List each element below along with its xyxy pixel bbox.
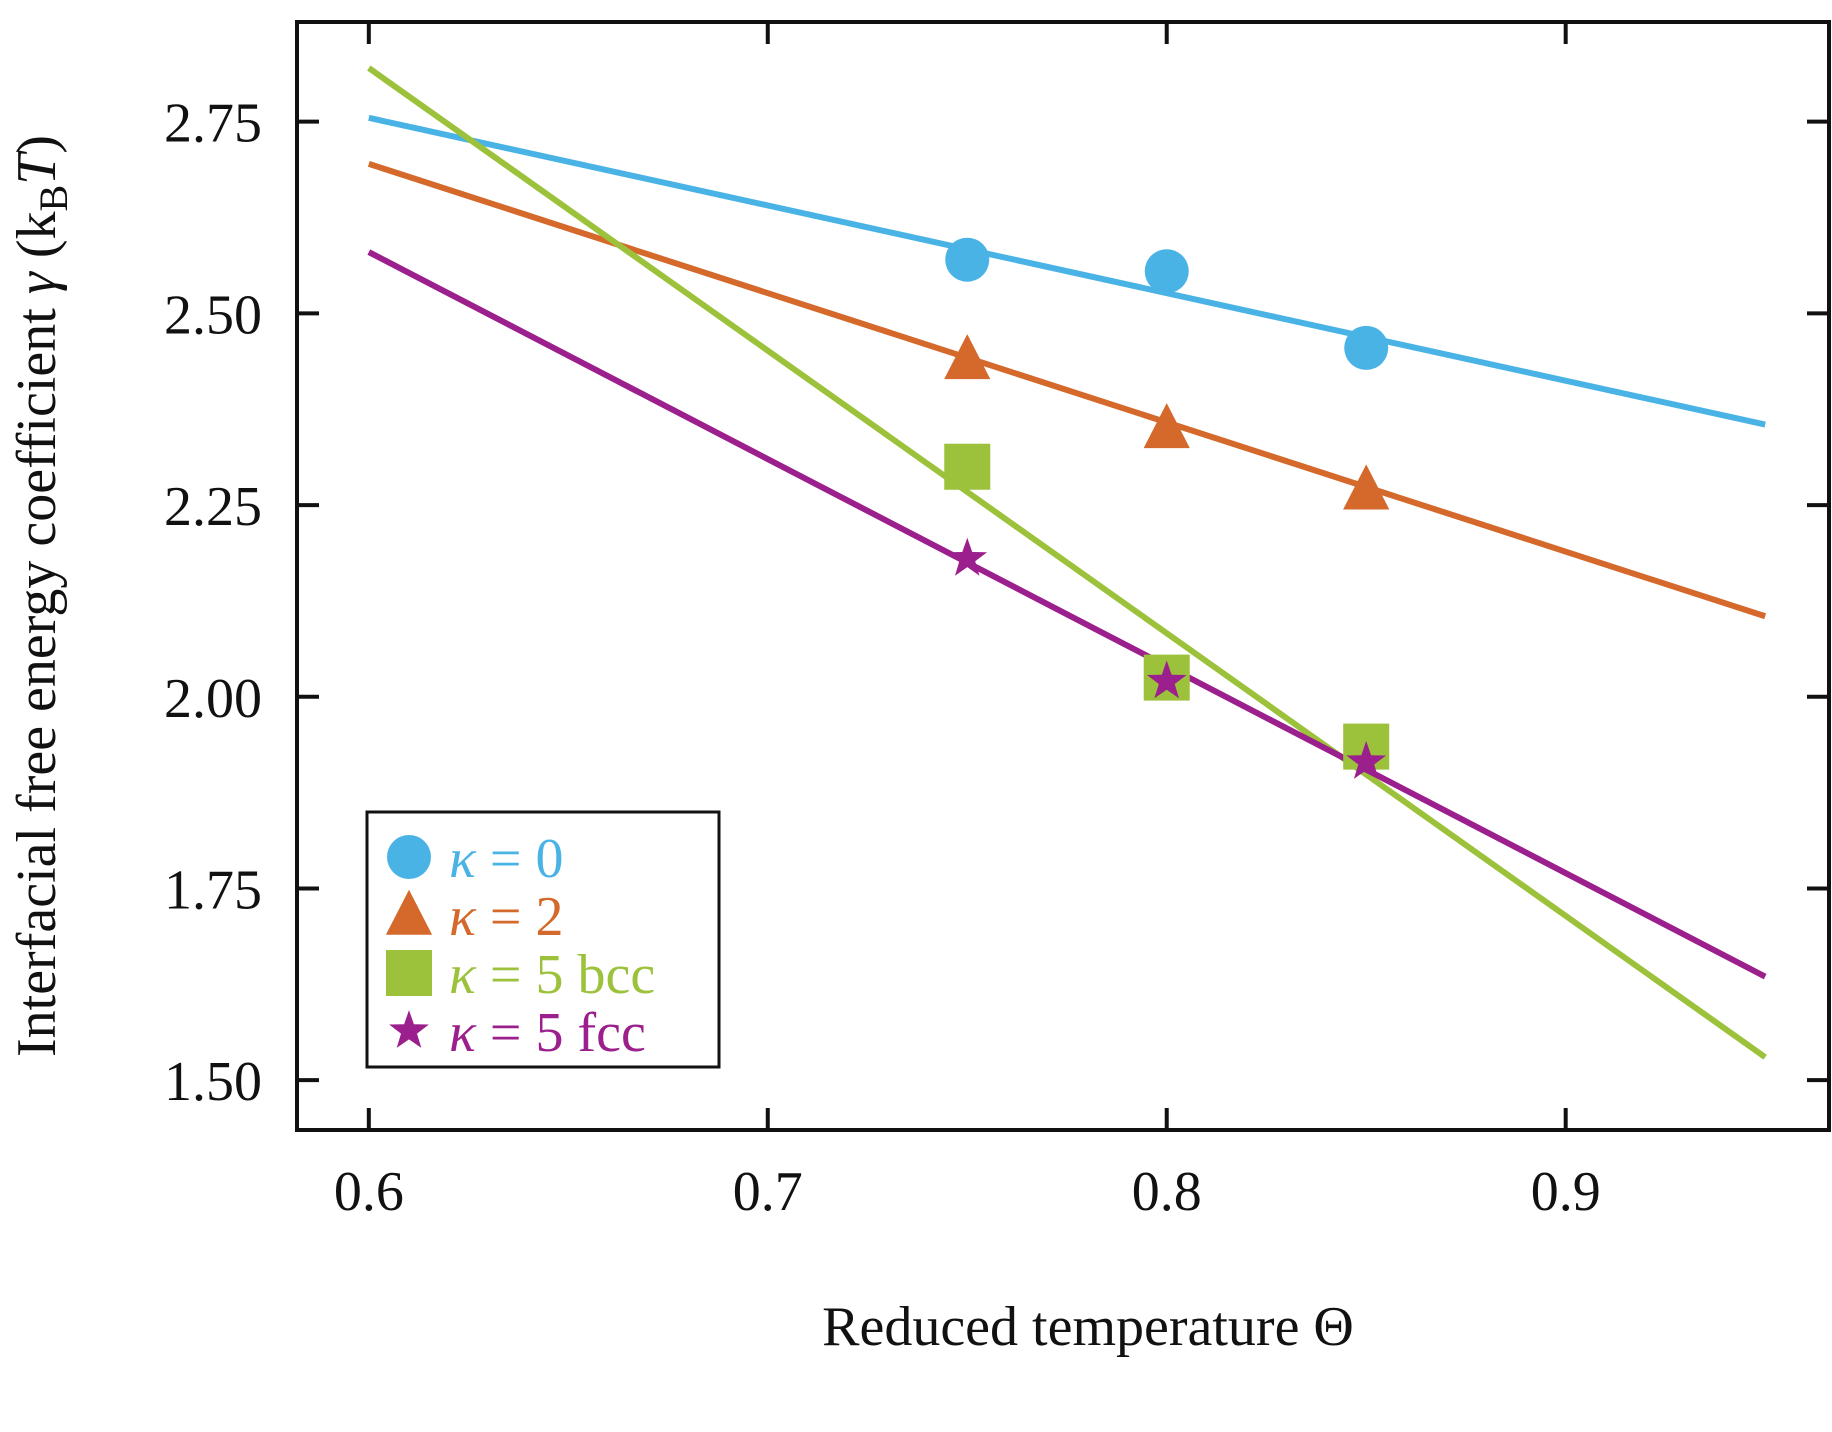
y-tick-label: 2.50: [164, 284, 262, 346]
fit-lines: [367, 65, 1767, 1060]
fit-line: [367, 249, 1767, 980]
fit-line: [367, 161, 1767, 620]
legend-label-kappa: κ: [449, 886, 477, 948]
y-tick-label: 1.50: [164, 1051, 262, 1113]
data-point-star: [1346, 741, 1387, 779]
y-axis-label-sub: B: [31, 185, 76, 212]
legend-marker-square: [386, 950, 432, 996]
data-point-square: [944, 443, 991, 490]
legend-marker-circle: [387, 835, 431, 879]
x-tick-label: 0.6: [334, 1161, 404, 1223]
legend-label: κ = 0: [449, 828, 563, 890]
legend-label: κ = 5 bcc: [449, 944, 655, 1006]
x-tick-label: 0.8: [1132, 1161, 1202, 1223]
data-point-triangle: [944, 334, 991, 380]
y-axis-label: Interfacial free energy coefficient γ (k…: [6, 135, 76, 1057]
y-axis-label-T: T: [6, 150, 68, 185]
legend-label-text: = 2: [476, 886, 564, 948]
fit-line: [368, 114, 1766, 428]
data-point-circle: [945, 237, 990, 282]
legend-label-kappa: κ: [449, 1002, 477, 1064]
y-axis-label-gamma: γ: [6, 270, 68, 294]
y-tick-label: 2.25: [164, 476, 262, 538]
x-axis-label: Reduced temperature Θ: [822, 1296, 1354, 1358]
plot-frame: [295, 20, 1831, 1132]
legend-label: κ = 2: [449, 886, 563, 948]
legend-label-kappa: κ: [449, 828, 477, 890]
legend-label-kappa: κ: [449, 944, 477, 1006]
y-axis-label-open: (k: [6, 211, 68, 272]
data-point-triangle: [1343, 464, 1390, 510]
data-point-star: [1146, 660, 1187, 699]
legend-label-text: = 5 fcc: [476, 1002, 646, 1064]
fit-line: [367, 65, 1767, 1060]
data-point-triangle: [1143, 403, 1190, 449]
data-point-star: [947, 537, 988, 576]
legend-marker-triangle: [385, 889, 433, 935]
tick-labels: 0.6 0.7 0.8 0.9 1.50 1.75 2.00 2.25 2.50 2.75: [164, 93, 1601, 1223]
legend-label: κ = 5 fcc: [449, 1002, 646, 1064]
y-tick-label: 2.00: [164, 668, 262, 730]
legend-label-text: = 0: [476, 828, 564, 890]
legend-label-text: = 5 bcc: [476, 944, 655, 1006]
y-axis-label-prefix: Interfacial free energy coefficient: [6, 294, 68, 1057]
data-point-circle: [1344, 325, 1389, 370]
y-tick-label: 1.75: [164, 859, 262, 921]
legend-marker-star: [389, 1010, 429, 1048]
data-markers: [944, 237, 1390, 779]
x-tick-label: 0.9: [1531, 1161, 1601, 1223]
data-point-circle: [1144, 249, 1189, 294]
axis-ticks: [297, 22, 1829, 1130]
x-tick-label: 0.7: [733, 1161, 803, 1223]
y-tick-label: 2.75: [164, 93, 262, 155]
y-axis-label-close: ): [6, 135, 68, 154]
